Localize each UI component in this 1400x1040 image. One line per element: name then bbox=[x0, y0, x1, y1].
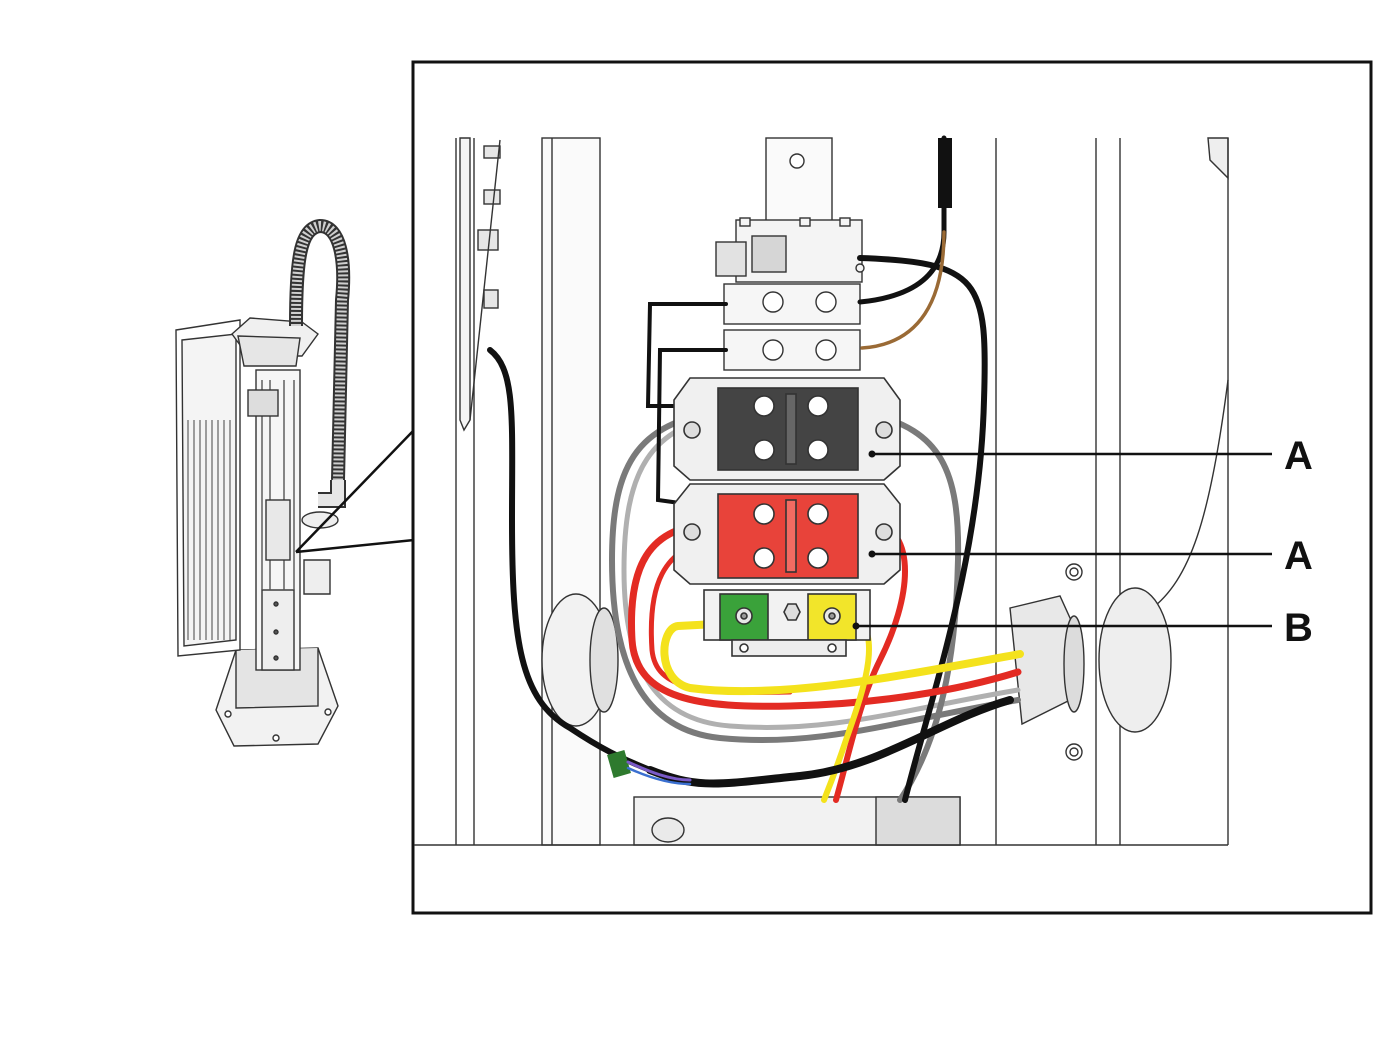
ground-neutral-terminal bbox=[703, 589, 871, 657]
terminal-rows bbox=[723, 283, 861, 371]
zoom-guide-lines bbox=[295, 429, 415, 554]
callout-dot-b bbox=[852, 622, 860, 630]
red-power-distribution-block bbox=[673, 483, 901, 585]
callout-label-a1: A bbox=[1284, 434, 1313, 478]
callout-label-b: B bbox=[1284, 606, 1313, 650]
top-relay-module bbox=[715, 217, 865, 283]
callout-dot-a2 bbox=[868, 550, 876, 558]
callout-dot-a1 bbox=[868, 450, 876, 458]
callout-label-a2: A bbox=[1284, 534, 1313, 578]
callout-leaders bbox=[856, 452, 1272, 628]
black-power-distribution-block bbox=[673, 377, 901, 481]
unit-overview-illustration bbox=[175, 218, 351, 747]
